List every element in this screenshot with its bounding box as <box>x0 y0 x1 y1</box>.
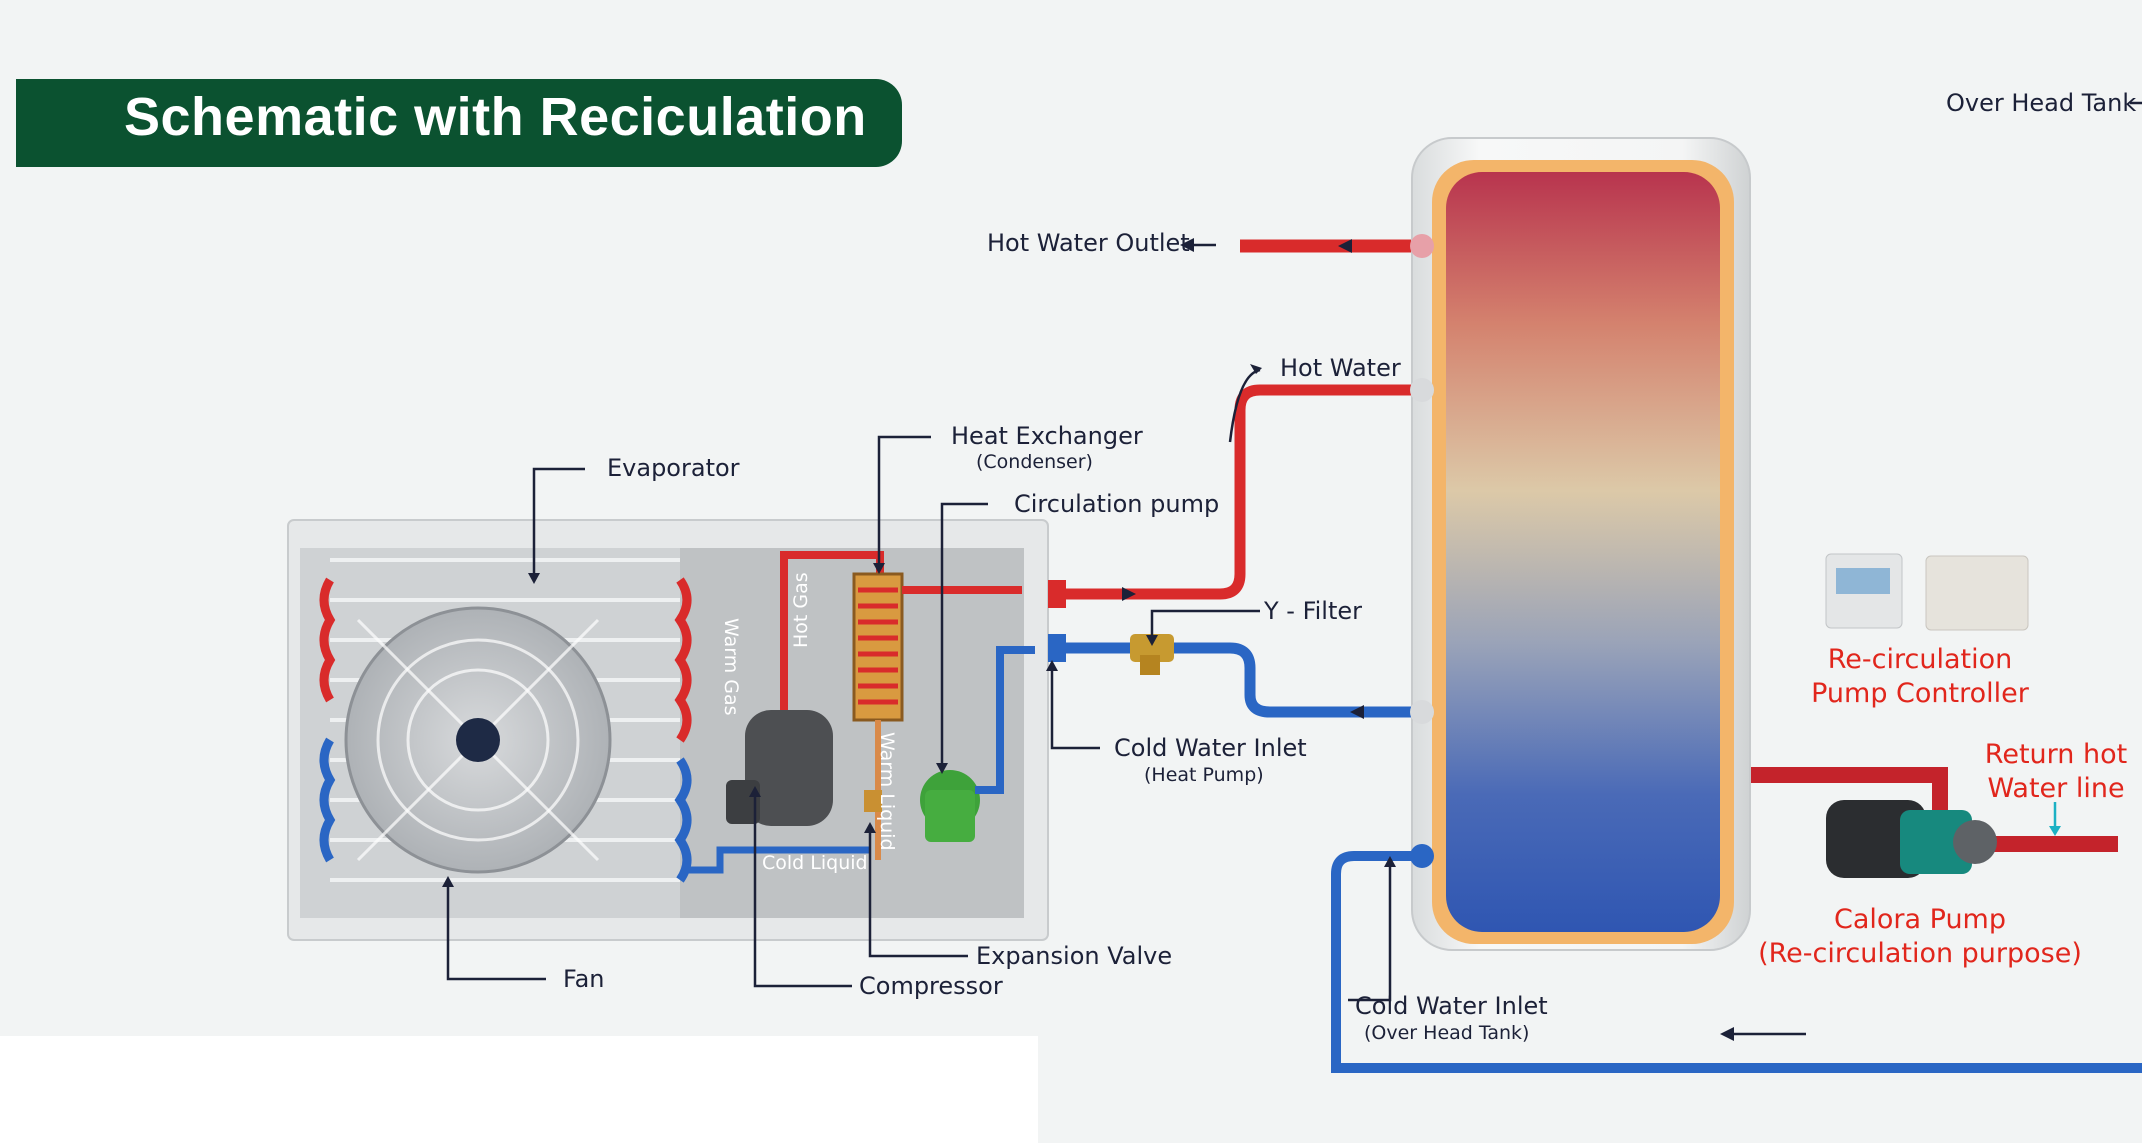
label-fan: Fan <box>563 965 605 993</box>
label-recirc-line2: Pump Controller <box>1811 678 2029 709</box>
label-compressor: Compressor <box>859 972 1003 1000</box>
arrow-heads <box>442 238 2061 1041</box>
storage-tank <box>1410 137 1751 951</box>
compressor <box>726 710 833 826</box>
label-hot-gas: Hot Gas <box>790 572 812 648</box>
label-return-line2: Water line <box>1987 773 2125 804</box>
label-y-filter: Y - Filter <box>1264 597 1363 625</box>
heat-pump-unit <box>287 519 1066 941</box>
label-hot-water: Hot Water <box>1280 354 1401 382</box>
leader-lines <box>446 101 2142 1036</box>
label-warm-liquid: Warm Liquid <box>876 732 898 851</box>
bottom-white-panel <box>0 1036 1038 1143</box>
label-cold-water-inlet-heat-pump: Cold Water Inlet <box>1114 734 1307 762</box>
page-title: Schematic with Reciculation <box>124 87 867 147</box>
circulation-pump <box>920 770 980 842</box>
label-calora-line1: Calora Pump <box>1833 904 2006 935</box>
label-return-line1: Return hot <box>1984 739 2128 770</box>
label-heat-exchanger: Heat Exchanger <box>951 422 1143 450</box>
label-recirculation-controller: Re-circulation Pump Controller <box>1800 643 2040 711</box>
label-calora-pump: Calora Pump (Re-circulation purpose) <box>1754 903 2086 971</box>
label-circulation-pump: Circulation pump <box>1014 490 1220 518</box>
label-cold-water-inlet-heat-pump-sub: (Heat Pump) <box>1144 764 1264 786</box>
label-heat-exchanger-sub: (Condenser) <box>976 451 1093 473</box>
label-expansion-valve: Expansion Valve <box>976 942 1173 970</box>
fan <box>344 606 612 874</box>
label-cold-liquid: Cold Liquid <box>762 852 868 874</box>
label-over-head-tank: Over Head Tank <box>1946 89 2137 117</box>
label-evaporator: Evaporator <box>607 454 740 482</box>
label-warm-gas: Warm Gas <box>720 618 742 716</box>
label-hot-water-outlet: Hot Water Outlet <box>987 229 1190 257</box>
label-return-hot-water: Return hot Water line <box>1974 738 2138 806</box>
calora-pump <box>1826 800 1997 878</box>
title-banner <box>16 79 902 167</box>
recirculation-controller <box>1825 553 2029 631</box>
label-calora-line2: (Re-circulation purpose) <box>1758 938 2082 969</box>
label-cold-water-inlet-oht-sub: (Over Head Tank) <box>1364 1022 1530 1044</box>
heat-exchanger <box>852 572 904 722</box>
label-recirc-line1: Re-circulation <box>1827 644 2013 675</box>
label-cold-water-inlet-oht: Cold Water Inlet <box>1355 992 1548 1020</box>
y-filter <box>1130 634 1174 675</box>
